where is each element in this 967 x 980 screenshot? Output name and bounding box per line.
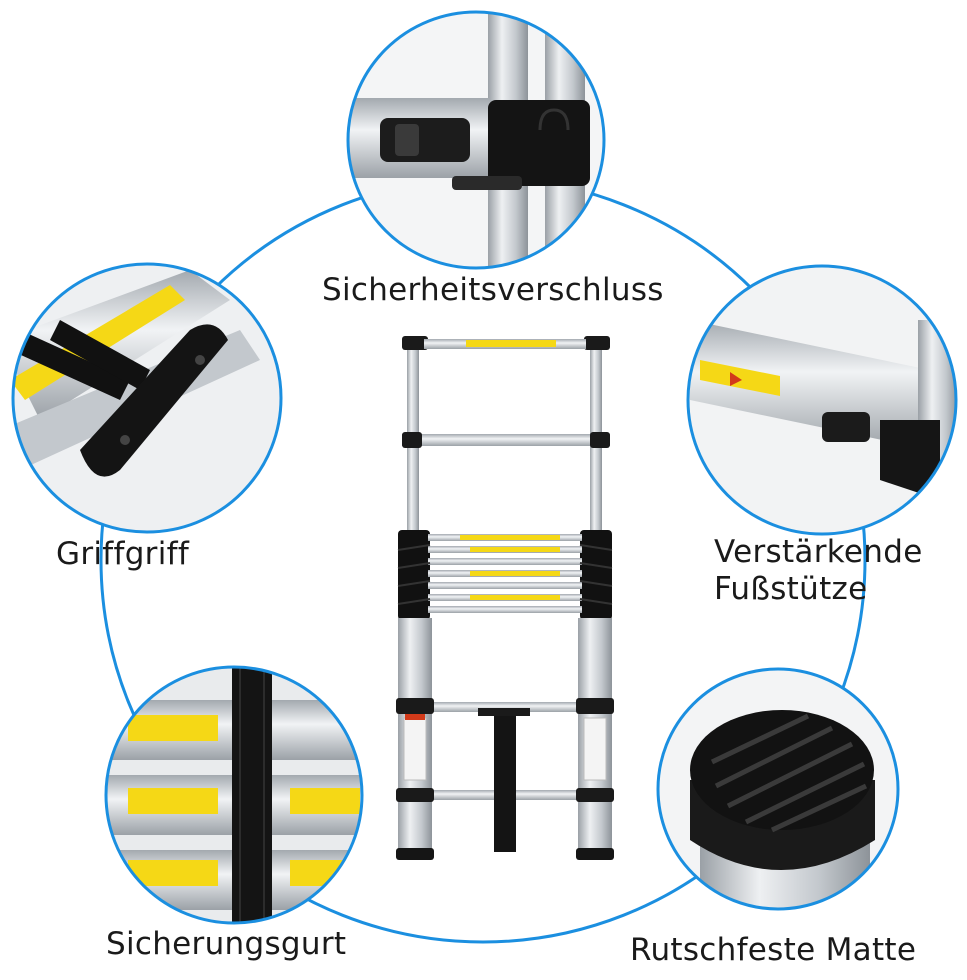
label-reinforced-foot-support: Verstärkende Fußstütze [714, 534, 923, 608]
label-safety-lock: Sicherheitsverschluss [322, 272, 664, 308]
detail-circle-safety-strap [104, 665, 364, 925]
telescopic-ladder [396, 336, 614, 860]
detail-circle-handle-grip [11, 262, 283, 534]
detail-circle-non-slip-mat [656, 667, 900, 911]
detail-circle-reinforced-foot-support [686, 264, 958, 536]
label-reinforced-foot-support-line1: Verstärkende [714, 534, 923, 570]
label-safety-strap: Sicherungsgurt [106, 926, 347, 962]
label-non-slip-mat: Rutschfeste Matte [630, 932, 917, 968]
label-reinforced-foot-support-line2: Fußstütze [714, 571, 868, 608]
detail-circle-safety-lock [346, 10, 606, 270]
label-handle-grip: Griffgriff [56, 536, 190, 572]
